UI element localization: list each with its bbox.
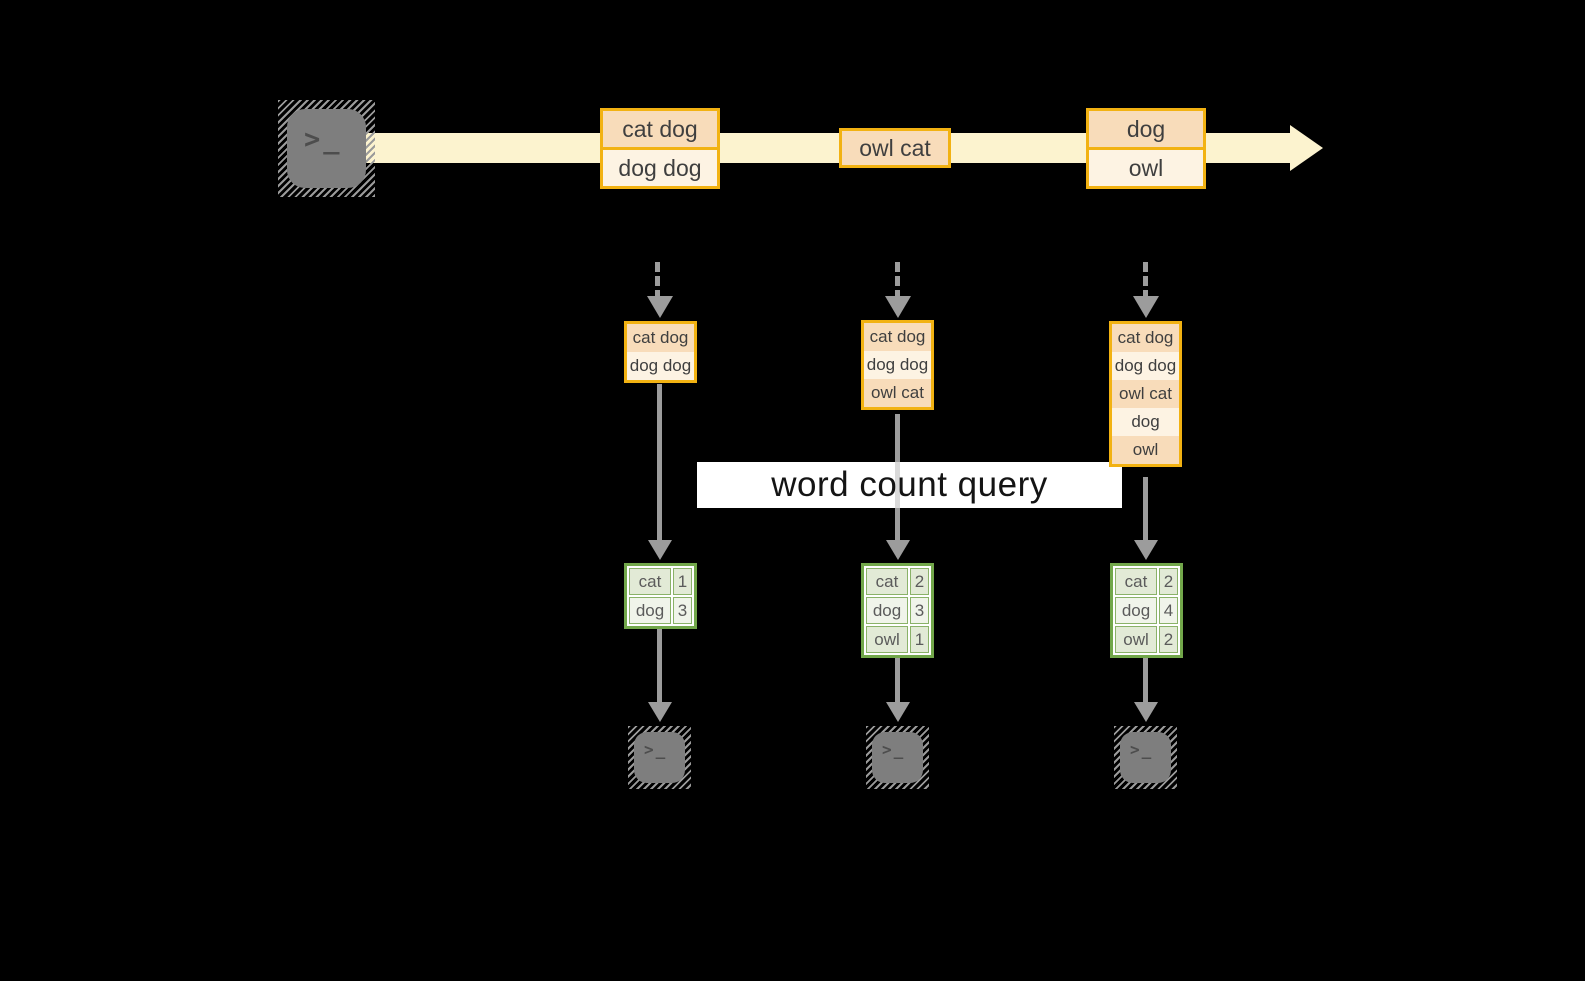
stream-item: owl	[1089, 150, 1203, 186]
flow-arrow-head-icon	[886, 540, 910, 560]
ingest-arrow-head-icon	[1133, 296, 1159, 318]
word-cell: cat	[866, 568, 908, 595]
count-cell: 2	[1159, 568, 1178, 595]
ingest-arrow	[1143, 262, 1148, 300]
stream-batch-box: cat dog dog dog	[600, 108, 720, 189]
flow-line	[1143, 477, 1148, 542]
terminal-output-icon: >_	[866, 726, 929, 789]
word-cell: dog	[866, 597, 908, 624]
word-count-table: cat 2 dog 4 owl 2	[1110, 563, 1183, 658]
accumulated-item: cat dog	[864, 323, 931, 351]
word-cell: owl	[1115, 626, 1157, 653]
accumulated-stack: cat dog dog dog owl cat	[861, 320, 934, 410]
flow-arrow-head-icon	[886, 702, 910, 722]
count-cell: 3	[673, 597, 692, 624]
word-cell: cat	[1115, 568, 1157, 595]
terminal-prompt-icon: >_	[882, 740, 906, 759]
accumulated-item: owl cat	[864, 379, 931, 407]
accumulated-item: dog dog	[864, 351, 931, 379]
flow-arrow-head-icon	[648, 702, 672, 722]
ingest-arrow	[655, 262, 660, 300]
stream-batch-box: owl cat	[839, 128, 951, 168]
query-label: word count query	[697, 462, 1122, 508]
flow-line	[1143, 656, 1148, 704]
terminal-prompt-icon: >_	[644, 740, 668, 759]
count-cell: 2	[910, 568, 929, 595]
word-cell: owl	[866, 626, 908, 653]
count-cell: 3	[910, 597, 929, 624]
stream-arrow-head-icon	[1290, 125, 1323, 171]
stream-item: owl cat	[842, 131, 948, 165]
flow-arrow-head-icon	[1134, 540, 1158, 560]
accumulated-item: owl	[1112, 436, 1179, 464]
terminal-body: >_	[1120, 732, 1171, 783]
flow-line	[657, 627, 662, 704]
count-cell: 4	[1159, 597, 1178, 624]
ingest-arrow	[895, 262, 900, 300]
stream-item: dog dog	[603, 150, 717, 186]
ingest-arrow-head-icon	[647, 296, 673, 318]
word-cell: cat	[629, 568, 671, 595]
flow-arrow-head-icon	[1134, 702, 1158, 722]
accumulated-stack: cat dog dog dog	[624, 321, 697, 383]
count-cell: 1	[910, 626, 929, 653]
accumulated-item: dog dog	[1112, 352, 1179, 380]
ingest-arrow-head-icon	[885, 296, 911, 318]
stream-batch-box: dog owl	[1086, 108, 1206, 189]
flow-line	[895, 656, 900, 704]
word-cell: dog	[629, 597, 671, 624]
stream-item: cat dog	[603, 111, 717, 147]
terminal-body: >_	[634, 732, 685, 783]
word-count-table: cat 2 dog 3 owl 1	[861, 563, 934, 658]
accumulated-item: owl cat	[1112, 380, 1179, 408]
terminal-output-icon: >_	[1114, 726, 1177, 789]
accumulated-item: cat dog	[627, 324, 694, 352]
stream-item: dog	[1089, 111, 1203, 147]
count-cell: 2	[1159, 626, 1178, 653]
flow-line-overlay	[895, 462, 900, 508]
flow-arrow-head-icon	[648, 540, 672, 560]
accumulated-item: dog dog	[627, 352, 694, 380]
terminal-body: >_	[872, 732, 923, 783]
accumulated-stack: cat dog dog dog owl cat dog owl	[1109, 321, 1182, 467]
terminal-source-icon: >_	[278, 100, 375, 197]
terminal-body: >_	[287, 109, 366, 188]
flow-line	[657, 384, 662, 542]
terminal-output-icon: >_	[628, 726, 691, 789]
accumulated-item: dog	[1112, 408, 1179, 436]
word-cell: dog	[1115, 597, 1157, 624]
word-count-table: cat 1 dog 3	[624, 563, 697, 629]
terminal-prompt-icon: >_	[1130, 740, 1154, 759]
accumulated-item: cat dog	[1112, 324, 1179, 352]
count-cell: 1	[673, 568, 692, 595]
terminal-prompt-icon: >_	[304, 124, 343, 155]
